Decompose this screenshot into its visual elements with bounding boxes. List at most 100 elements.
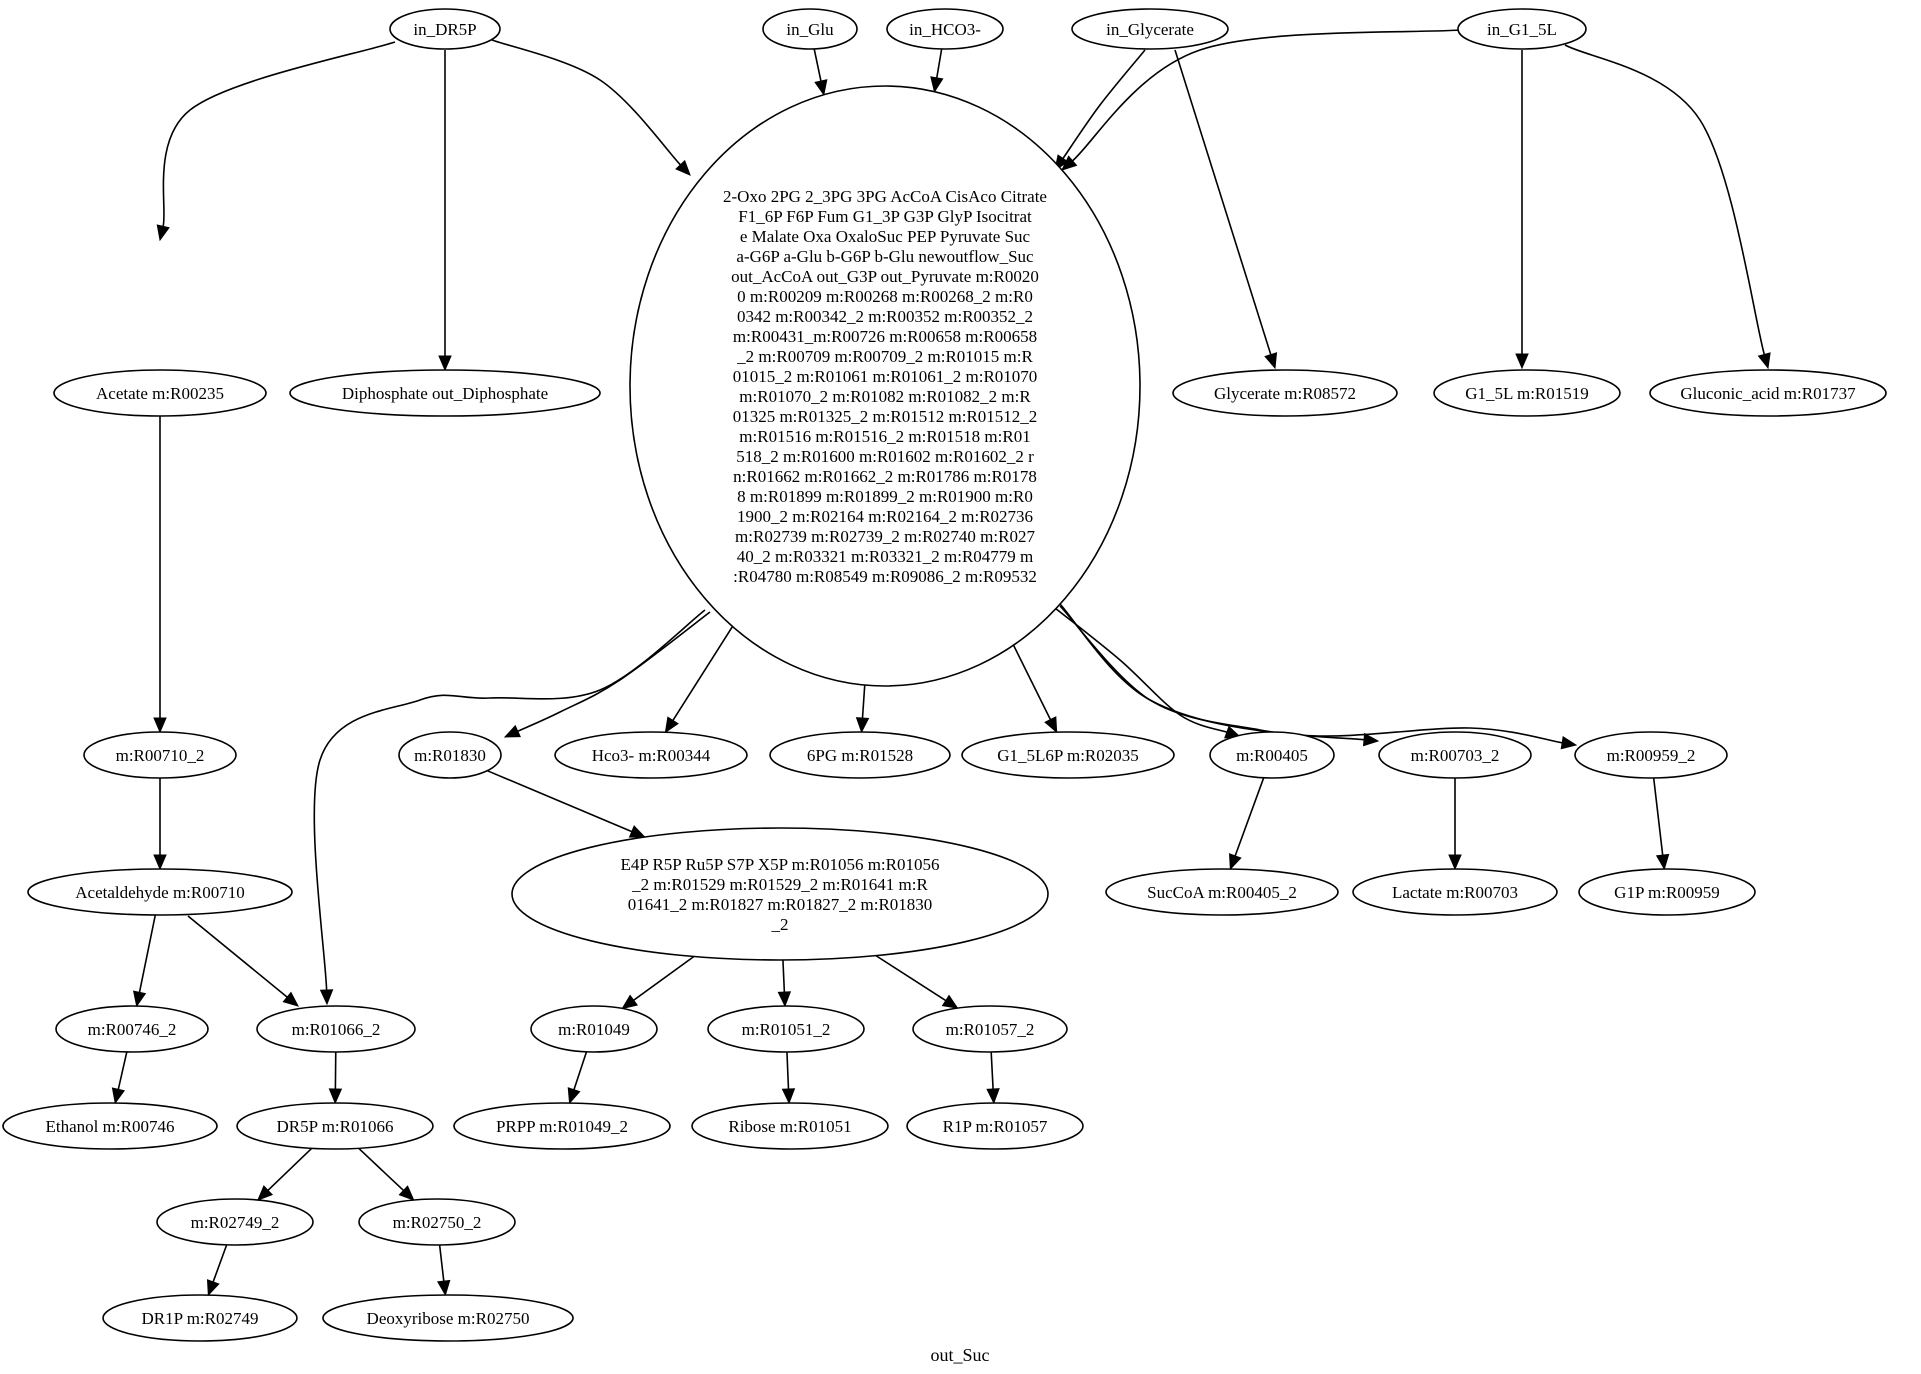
arrowhead	[398, 1185, 415, 1201]
node-label-line: _2	[771, 915, 789, 934]
edge-dr5p-to-r02750-2	[358, 1147, 415, 1201]
arrowhead	[664, 716, 679, 734]
edge-in-hco3-to-central	[930, 48, 944, 93]
node-ellipse	[530, 1005, 658, 1053]
edge-in-g1-5l-to-g1-5l	[1515, 50, 1529, 370]
node-label-line: m:R02739 m:R02739_2 m:R02740 m:R027	[735, 527, 1035, 546]
arrowhead	[1264, 352, 1278, 370]
node-label: Gluconic_acid m:R01737	[1680, 384, 1856, 403]
edge-r02750-2-to-deoxyribose	[437, 1244, 451, 1297]
node-label: DR5P m:R01066	[277, 1117, 394, 1136]
edge-line	[782, 959, 786, 993]
arrowhead	[855, 717, 870, 734]
node-ellipse	[1209, 731, 1335, 779]
node-ellipse	[1574, 731, 1728, 779]
edge-r01066-2-to-dr5p	[328, 1051, 343, 1105]
node-label-line: _2 m:R00709 m:R00709_2 m:R01015 m:R	[736, 347, 1033, 366]
node-succoa: SucCoA m:R00405_2	[1105, 868, 1339, 916]
node-r01066-2: m:R01066_2	[256, 1005, 416, 1053]
node-label: m:R01049	[558, 1020, 630, 1039]
edges-layer	[111, 29, 1771, 1297]
node-ellipse	[2, 1102, 218, 1150]
node-hco3: Hco3- m:R00344	[554, 731, 748, 779]
node-acetate: Acetate m:R00235	[53, 369, 267, 417]
node-label-line: 01325 m:R01325_2 m:R01512 m:R01512_2	[733, 407, 1038, 426]
edge-r00703-2-to-lactate	[1448, 778, 1462, 871]
node-ellipse	[1071, 8, 1229, 50]
edge-line	[138, 914, 157, 993]
node-in-glu: in_Glu	[762, 8, 858, 50]
arrowhead	[319, 989, 334, 1006]
edge-line	[313, 609, 706, 991]
node-label-line: e Malate Oxa OxaloSuc PEP Pyruvate Suc	[740, 227, 1031, 246]
node-label-line: 2-Oxo 2PG 2_3PG 3PG AcCoA CisAco Citrate	[723, 187, 1047, 206]
node-label-line: 0342 m:R00342_2 m:R00352 m:R00352_2	[737, 307, 1033, 326]
node-g1-5l: G1_5L m:R01519	[1433, 369, 1621, 417]
node-label-line: m:R00431_m:R00726 m:R00658 m:R00658	[733, 327, 1037, 346]
arrowhead	[1560, 736, 1578, 750]
node-ellipse	[769, 731, 951, 779]
node-label: m:R01057_2	[946, 1020, 1035, 1039]
arrowhead	[814, 79, 828, 97]
edge-acetaldehyde-to-r00746-2	[132, 914, 157, 1008]
node-r01051-2: m:R01051_2	[707, 1005, 865, 1053]
edge-line	[875, 954, 947, 1002]
arrowhead	[1362, 732, 1380, 747]
node-acetaldehyde: Acetaldehyde m:R00710	[27, 868, 293, 916]
node-ellipse	[236, 1102, 434, 1150]
edge-line	[672, 626, 734, 721]
node-ellipse	[398, 731, 502, 779]
node-ellipse	[55, 1005, 209, 1053]
arrowhead	[132, 990, 147, 1008]
node-label-line: :R04780 m:R08549 m:R09086_2 m:R09532	[733, 567, 1037, 586]
edge-central-to-hco3	[664, 626, 734, 734]
node-ellipse	[322, 1294, 574, 1342]
node-r00746-2: m:R00746_2	[55, 1005, 209, 1053]
arrowhead	[930, 76, 944, 93]
edge-line	[1054, 607, 1228, 733]
arrowhead	[675, 159, 691, 176]
node-label: m:R01830	[414, 746, 486, 765]
node-ellipse	[1105, 868, 1339, 916]
arrowhead	[986, 1088, 1000, 1105]
node-lactate: Lactate m:R00703	[1352, 868, 1558, 916]
edge-in-g1-5l-to-central	[1061, 29, 1461, 171]
node-pg6: 6PG m:R01528	[769, 731, 951, 779]
node-ellipse	[389, 8, 501, 50]
node-label: G1_5L6P m:R02035	[997, 746, 1139, 765]
node-r01049: m:R01049	[530, 1005, 658, 1053]
node-label-line: _2 m:R01529 m:R01529_2 m:R01641 m:R	[631, 875, 928, 894]
arrowhead	[1515, 353, 1529, 370]
edge-central-to-g1-5l6p	[1012, 644, 1058, 734]
node-label-line: 01015_2 m:R01061 m:R01061_2 m:R01070	[733, 367, 1038, 386]
edge-r00746-2-to-ethanol	[111, 1051, 128, 1105]
node-label: PRPP m:R01049_2	[496, 1117, 628, 1136]
node-label-line: F1_6P F6P Fum G1_3P G3P GlyP Isocitrat	[738, 207, 1032, 226]
node-ellipse	[961, 731, 1175, 779]
edge-in-glycerate-to-glycerate	[1174, 49, 1278, 370]
arrowhead	[156, 224, 170, 242]
node-label: SucCoA m:R00405_2	[1147, 883, 1297, 902]
edge-line	[517, 611, 711, 732]
edge-line	[1174, 49, 1272, 355]
arrowhead	[438, 355, 452, 372]
node-label: R1P m:R01057	[943, 1117, 1048, 1136]
edge-r00405-to-succoa	[1228, 777, 1265, 871]
arrowhead	[1757, 352, 1771, 370]
node-label: Diphosphate out_Diphosphate	[342, 384, 548, 403]
edge-line	[990, 1051, 994, 1090]
node-ellipse	[762, 8, 858, 50]
node-label: m:R00959_2	[1607, 746, 1696, 765]
node-ellipse	[912, 1005, 1068, 1053]
edge-r01057-2-to-r1p	[986, 1051, 1000, 1105]
arrowhead	[1061, 155, 1078, 171]
edge-line	[1062, 49, 1146, 159]
node-ellipse	[83, 731, 237, 779]
edge-pentose-to-r01057-2	[875, 954, 959, 1009]
arrowhead	[153, 717, 167, 734]
node-in-dr5p: in_DR5P	[389, 8, 501, 50]
node-glycerate: Glycerate m:R08572	[1172, 369, 1398, 417]
node-label: m:R02749_2	[191, 1213, 280, 1232]
node-label-line: 1900_2 m:R02164 m:R02164_2 m:R02736	[737, 507, 1033, 526]
edge-central-to-r00405	[1054, 607, 1242, 739]
